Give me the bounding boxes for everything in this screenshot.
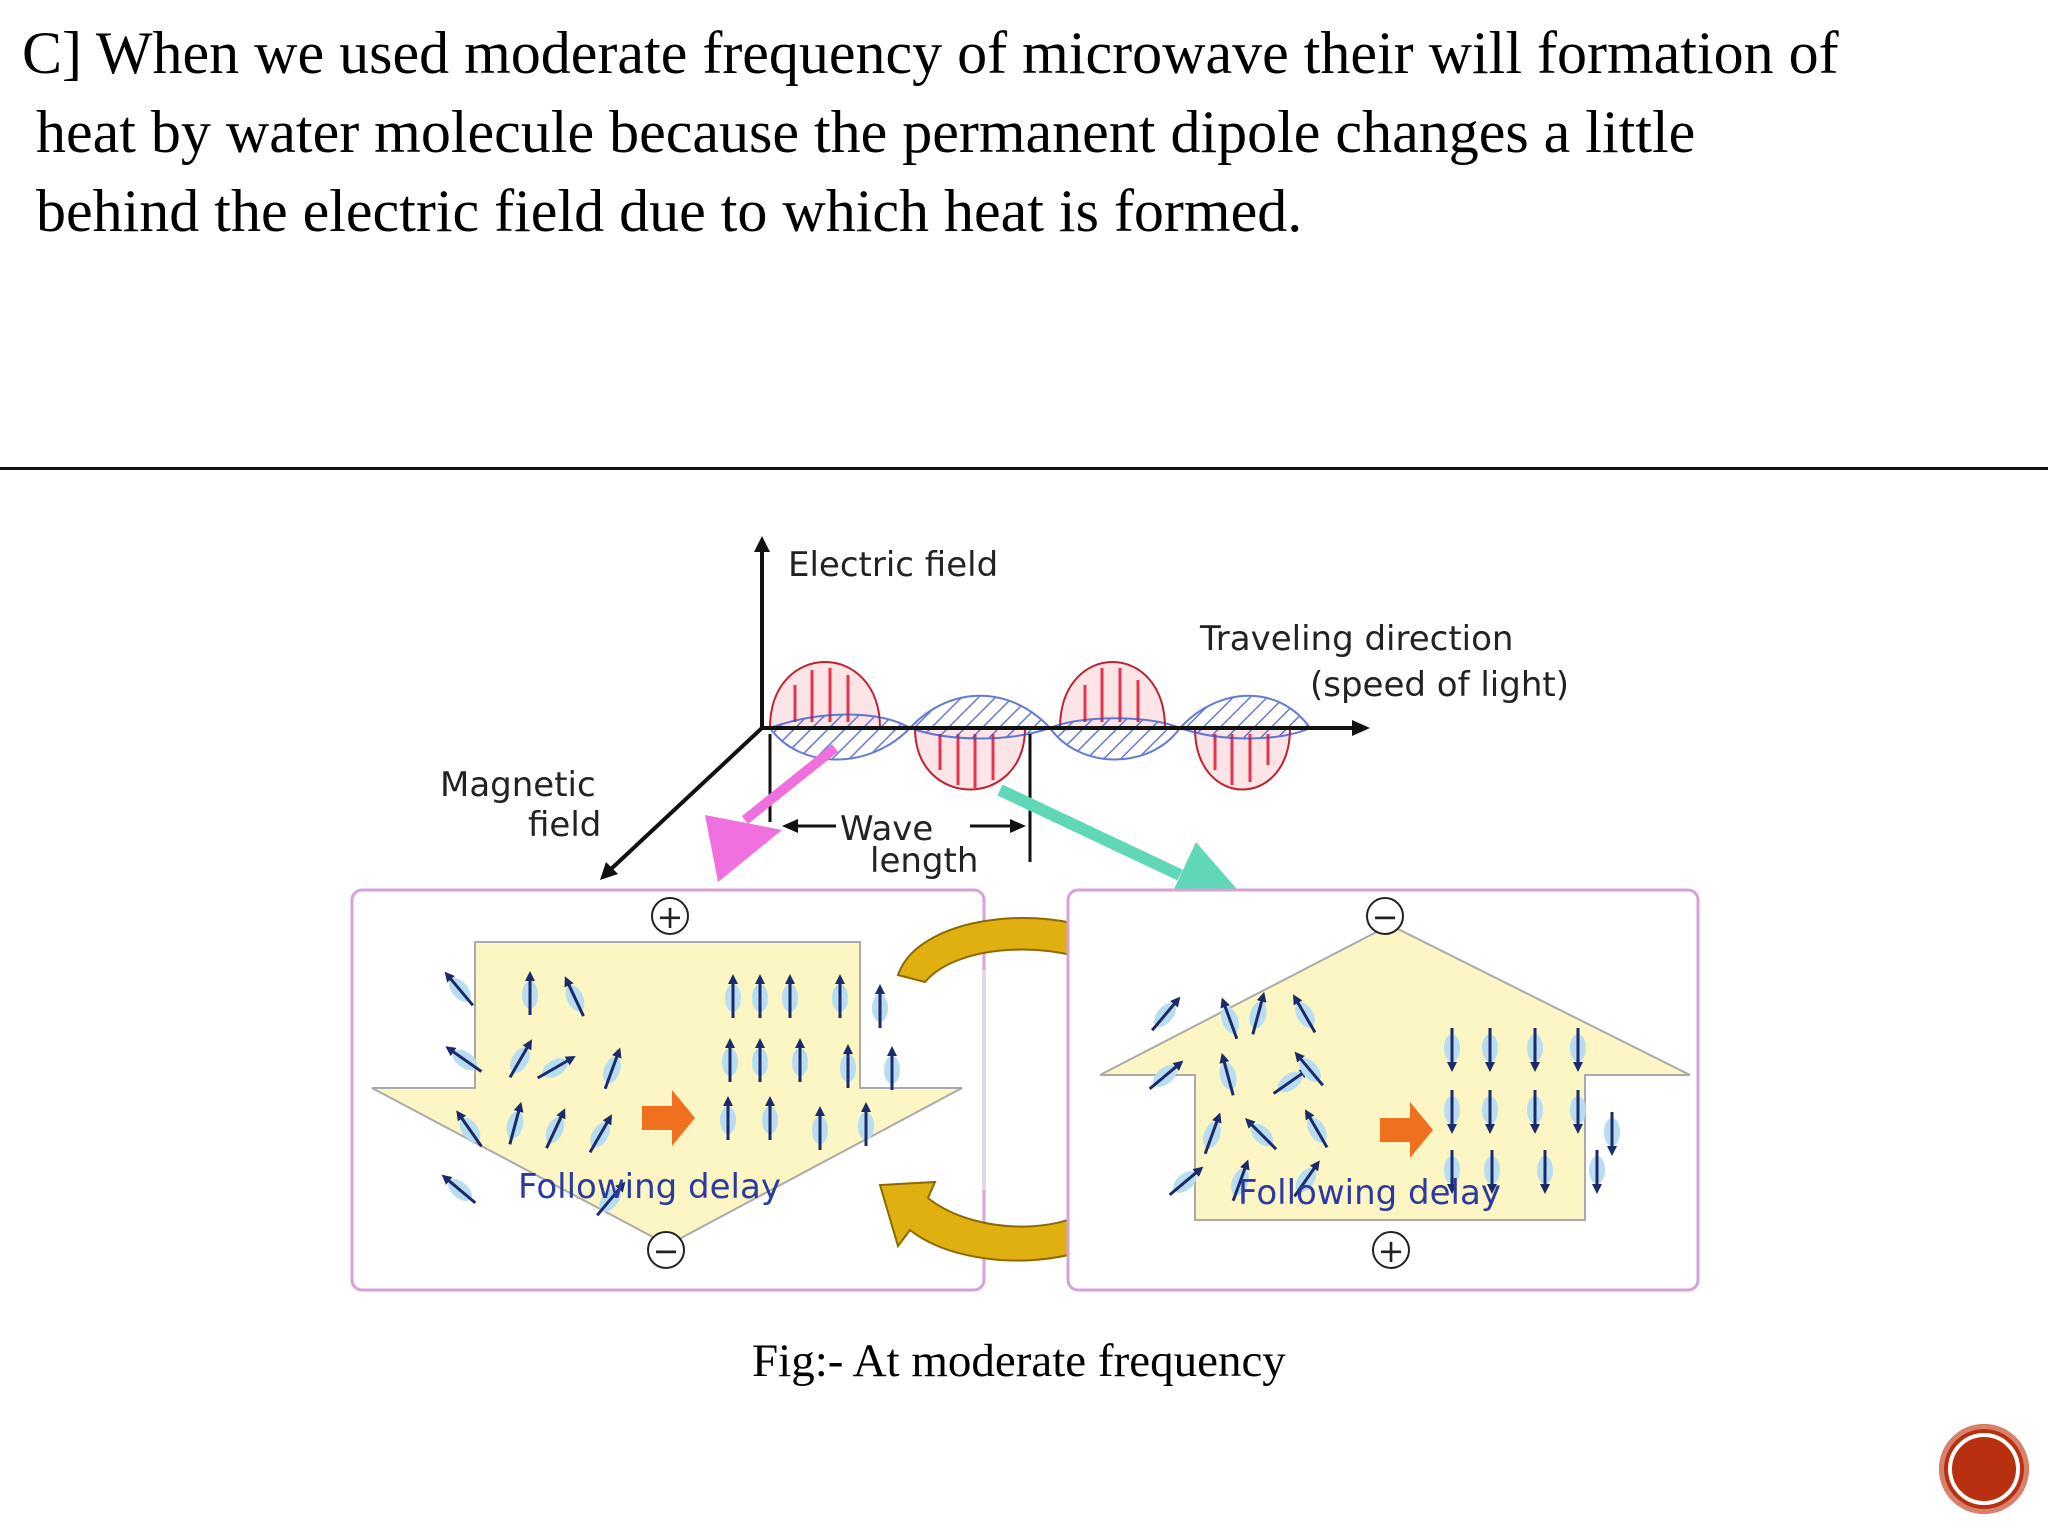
dipole-molecule: [1293, 994, 1317, 1034]
right-random-dipoles: [1148, 991, 1329, 1202]
dipole-molecule: [1482, 1090, 1498, 1134]
circle-next-icon[interactable]: [1939, 1424, 2029, 1514]
speed-of-light-label: (speed of light): [1310, 665, 1569, 705]
svg-text:+: +: [1378, 1232, 1405, 1270]
dipole-molecule: [720, 1096, 736, 1140]
dipole-molecule: [1527, 1090, 1543, 1134]
dipole-molecule: [884, 1046, 900, 1090]
dipole-molecule: [444, 971, 475, 1007]
dipole-molecule: [1444, 1150, 1460, 1194]
dipole-molecule: [840, 1044, 856, 1088]
dipole-molecule: [1148, 1060, 1184, 1091]
microwave-dipole-diagram: Electric field Magnetic field Tr: [350, 536, 1700, 1292]
length-label: length: [870, 841, 978, 881]
magnetic-field-label-1: Magnetic: [440, 765, 596, 805]
dipole-molecule: [1570, 1028, 1586, 1072]
dipole-molecule: [445, 1046, 483, 1073]
dipole-molecule: [832, 974, 848, 1018]
left-shift-arrow: [642, 1090, 695, 1146]
dipole-molecule: [1604, 1112, 1620, 1156]
dipole-molecule: [603, 1047, 622, 1090]
dipole-molecule: [506, 1101, 524, 1145]
dipole-molecule: [752, 1038, 768, 1082]
dipole-molecule: [752, 974, 768, 1018]
dipole-molecule: [1482, 1028, 1498, 1072]
dipole-molecule: [1294, 1051, 1325, 1087]
dipole-molecule: [536, 1056, 576, 1080]
dipole-molecule: [1570, 1090, 1586, 1134]
heading-line-3: behind the electric field due to which h…: [36, 178, 1303, 244]
left-aligned-dipoles: [720, 974, 900, 1150]
dipole-molecule: [872, 984, 888, 1028]
dipole-molecule: [588, 1114, 612, 1154]
magnetic-field-axis: [600, 726, 764, 880]
traveling-direction-label: Traveling direction: [1199, 619, 1513, 659]
dipole-molecule: [1444, 1090, 1460, 1134]
left-panel: [350, 888, 986, 1292]
dipole-molecule: [1444, 1028, 1460, 1072]
dipole-molecule: [522, 971, 538, 1015]
svg-text:+: +: [657, 898, 684, 936]
electric-field-label: Electric field: [788, 545, 998, 585]
dipole-molecule: [792, 1038, 808, 1082]
left-minus-sign: −: [647, 1231, 685, 1270]
right-panel: [1066, 888, 1700, 1292]
left-following-delay-label: Following delay: [518, 1167, 781, 1207]
heading-line-2: heat by water molecule because the perma…: [36, 99, 1696, 165]
electric-field-axis: [754, 536, 770, 728]
dipole-molecule: [1305, 1109, 1329, 1149]
magenta-arrow: [705, 744, 839, 882]
right-aligned-dipoles: [1444, 1028, 1620, 1194]
dipole-molecule: [456, 1110, 483, 1148]
svg-text:−: −: [653, 1232, 680, 1270]
divider-line: [0, 467, 2048, 470]
dipole-molecule: [441, 1174, 477, 1205]
svg-text:−: −: [1372, 898, 1399, 936]
electric-wave: [768, 661, 1292, 791]
dipole-molecule: [1220, 997, 1239, 1040]
dipole-molecule: [564, 976, 585, 1017]
heading-line-1: C] When we used moderate frequency of mi…: [22, 20, 1839, 86]
dipole-molecule: [1219, 1052, 1237, 1096]
dipole-molecule: [1168, 1166, 1204, 1197]
right-following-delay-label: Following delay: [1238, 1173, 1501, 1213]
traveling-direction-axis: [762, 720, 1370, 736]
dipole-molecule: [1589, 1150, 1605, 1194]
dipole-molecule: [1537, 1150, 1553, 1194]
dipole-molecule: [1484, 1150, 1500, 1194]
wave-label: Wave: [840, 809, 933, 849]
dipole-molecule: [1150, 996, 1181, 1032]
dipole-molecule: [725, 974, 741, 1018]
dipole-molecule: [812, 1106, 828, 1150]
dipole-molecule: [762, 1096, 778, 1140]
left-plus-sign: +: [651, 897, 689, 936]
dipole-molecule: [1203, 1112, 1222, 1155]
magnetic-field-label-2: field: [528, 805, 601, 845]
dipole-molecule: [722, 1038, 738, 1082]
dipole-molecule: [1249, 991, 1267, 1035]
dipole-molecule: [1527, 1028, 1543, 1072]
dipole-molecule: [595, 1181, 626, 1217]
dipole-molecule: [1231, 1159, 1250, 1202]
right-shift-arrow: [1380, 1102, 1433, 1158]
left-random-dipoles: [441, 971, 626, 1217]
dipole-molecule: [1293, 1160, 1320, 1198]
right-plus-sign: +: [1372, 1231, 1410, 1270]
dipole-molecule: [545, 1108, 566, 1149]
dipole-molecule: [782, 974, 798, 1018]
right-minus-sign: −: [1366, 897, 1404, 936]
dipole-molecule: [858, 1102, 874, 1146]
figure-caption: Fig:- At moderate frequency: [752, 1335, 1286, 1387]
dipole-molecule: [508, 1039, 532, 1079]
slide-heading: C] When we used moderate frequency of mi…: [22, 14, 2032, 251]
